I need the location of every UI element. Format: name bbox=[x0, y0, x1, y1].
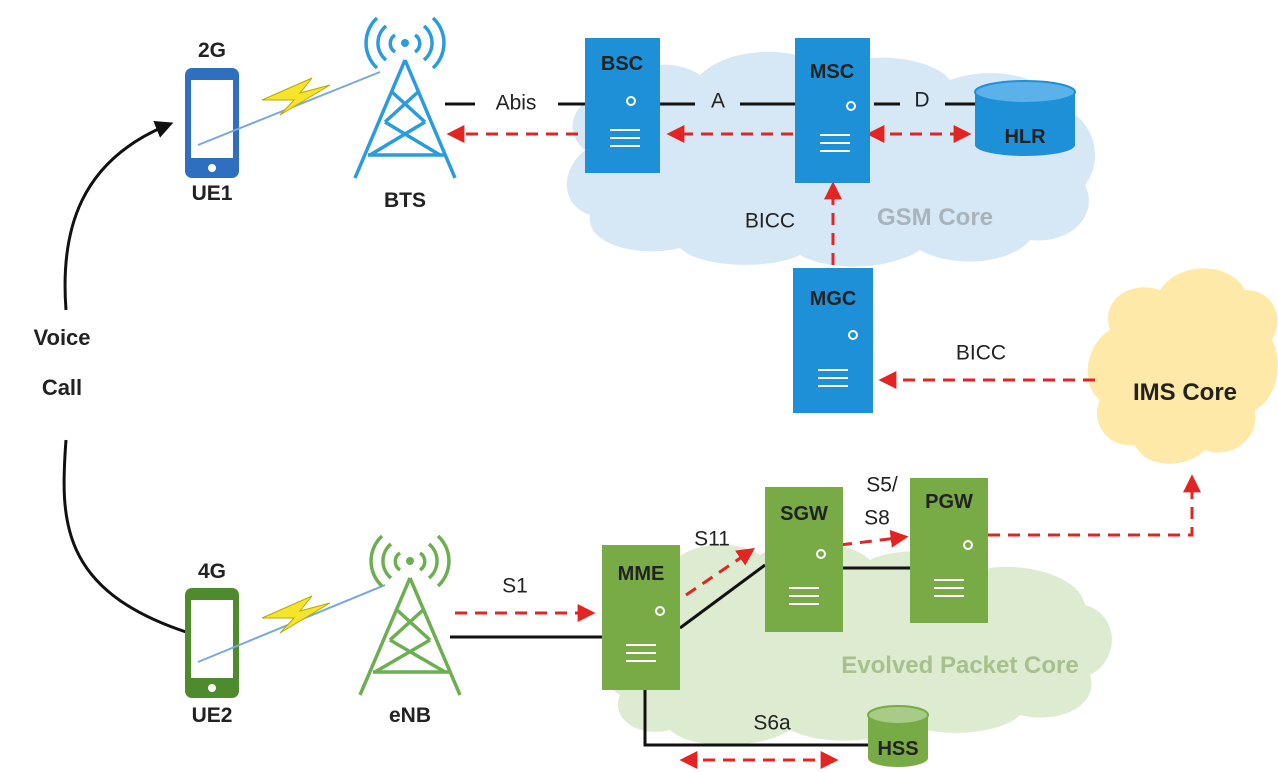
ims-core-label: IMS Core bbox=[1133, 379, 1237, 406]
signal-waves-icon bbox=[369, 534, 451, 588]
sgw-server: SGW bbox=[765, 487, 843, 632]
s1-label: S1 bbox=[502, 575, 528, 598]
hss-database: HSS bbox=[867, 705, 929, 767]
voice-label: Voice bbox=[33, 325, 90, 350]
gsm-core-label: GSM Core bbox=[877, 204, 993, 231]
mme-sgw-link bbox=[679, 563, 766, 630]
ue1-phone: 2G UE1 bbox=[185, 39, 381, 205]
abis-label: Abis bbox=[496, 92, 537, 115]
enb-label: eNB bbox=[389, 704, 431, 727]
a-label: A bbox=[711, 90, 725, 113]
pgw-label: PGW bbox=[925, 491, 973, 513]
hlr-database: HLR bbox=[974, 80, 1076, 156]
lightning-icon bbox=[261, 77, 331, 116]
sgw-label: SGW bbox=[780, 503, 828, 525]
hss-label: HSS bbox=[877, 738, 918, 760]
pgw-ims-signal bbox=[988, 474, 1201, 537]
s8-label: S8 bbox=[864, 507, 890, 530]
mme-sgw-signal bbox=[685, 547, 755, 597]
ue2-label: UE2 bbox=[192, 704, 233, 727]
lightning-icon-4g bbox=[261, 595, 331, 634]
s11-label: S11 bbox=[694, 528, 730, 551]
mgc-label: MGC bbox=[810, 288, 857, 310]
call-label: Call bbox=[42, 375, 82, 400]
signal-waves-icon bbox=[364, 16, 446, 70]
voice-call-arc: Voice Call bbox=[33, 124, 186, 634]
tower-icon bbox=[358, 577, 462, 696]
bsc-server: BSC bbox=[585, 38, 660, 173]
mgc-server: MGC bbox=[793, 268, 873, 413]
signalling-flows bbox=[446, 125, 1201, 769]
epc-label: Evolved Packet Core bbox=[841, 652, 1078, 679]
ue1-label: UE1 bbox=[192, 182, 233, 205]
d-label: D bbox=[914, 89, 929, 112]
msc-server: MSC bbox=[795, 38, 870, 183]
ue2-phone: 4G UE2 bbox=[185, 560, 386, 727]
enb-tower bbox=[358, 534, 462, 696]
ue2-gen-label: 4G bbox=[198, 560, 226, 583]
interface-labels: Abis A D BICC BICC S1 S11 S5/ S8 S6a bbox=[496, 89, 1007, 735]
bicc-ims-label: BICC bbox=[956, 342, 1006, 365]
mme-label: MME bbox=[618, 563, 665, 585]
mme-server: MME bbox=[602, 545, 680, 690]
pgw-server: PGW bbox=[910, 478, 988, 623]
physical-links bbox=[445, 102, 975, 747]
tower-icon bbox=[353, 59, 457, 179]
bicc-msc-label: BICC bbox=[745, 210, 795, 233]
evolved-packet-core-cloud: Evolved Packet Core bbox=[604, 542, 1112, 745]
bts-label: BTS bbox=[384, 189, 426, 212]
sgw-pgw-signal bbox=[839, 529, 909, 548]
hlr-label: HLR bbox=[1004, 126, 1046, 148]
bts-tower bbox=[353, 16, 457, 179]
msc-label: MSC bbox=[810, 61, 854, 83]
ue1-gen-label: 2G bbox=[198, 39, 226, 62]
s6a-label: S6a bbox=[753, 712, 791, 735]
s5-label: S5/ bbox=[866, 474, 898, 497]
s6a-link bbox=[643, 690, 868, 747]
ims-core-cloud: IMS Core bbox=[1087, 268, 1278, 464]
bsc-label: BSC bbox=[601, 53, 643, 75]
